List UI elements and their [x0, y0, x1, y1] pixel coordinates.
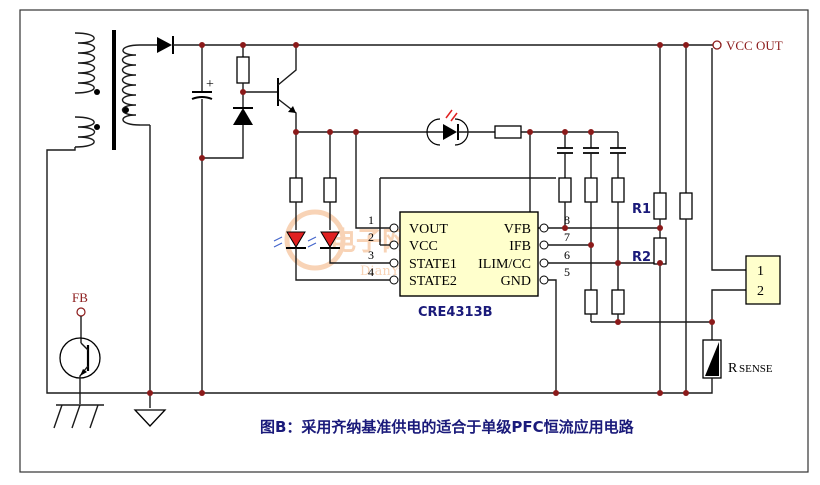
rectifier-diode: [157, 36, 174, 54]
status-led-2: [307, 231, 340, 249]
led-resistor: [494, 125, 522, 139]
load-resistor: [679, 192, 693, 220]
output-connector: 1 2: [745, 255, 781, 305]
filter-caps: [557, 132, 626, 322]
pin-name-gnd: GND: [501, 274, 531, 289]
chassis-ground: [53, 398, 104, 429]
pin-name-vout: VOUT: [409, 222, 448, 237]
pass-transistor: [277, 45, 297, 132]
junction-dots: [147, 42, 715, 396]
cap-plus-label: +: [206, 77, 214, 92]
pin-name-ilim: ILIM/CC: [478, 257, 531, 272]
pin-name-vfb: VFB: [504, 222, 531, 237]
ground-symbol: [133, 393, 167, 427]
r1-resistor: [653, 192, 667, 220]
fb-label: FB: [72, 290, 88, 305]
status-led-1: [273, 231, 306, 249]
base-resistor: [236, 56, 250, 84]
r2-label: R2: [632, 250, 651, 265]
diagram-caption: 图B：采用齐纳基准供电的适合于单级PFC恒流应用电路: [260, 418, 635, 436]
zener-diode: [233, 107, 253, 125]
chip-name-label: CRE4313B: [418, 305, 493, 320]
pin-num-5: 5: [564, 265, 570, 279]
vcc-out-terminal: [712, 40, 722, 50]
pin-num-3: 3: [368, 248, 374, 262]
pin-name-vcc: VCC: [409, 239, 438, 254]
indicator-led: [426, 109, 469, 146]
connector-pin1-label: 1: [757, 264, 764, 279]
transformer: [74, 30, 141, 150]
connector-pin2-label: 2: [757, 284, 764, 299]
rsense-label-main: R: [728, 361, 738, 376]
pin-num-7: 7: [564, 230, 570, 244]
pin-num-6: 6: [564, 248, 570, 262]
led-a-resistor: [289, 177, 303, 203]
pin-num-1: 1: [368, 213, 374, 227]
pin-num-2: 2: [368, 230, 374, 244]
r1-label: R1: [632, 202, 651, 217]
rsense-label-sub: SENSE: [739, 363, 773, 375]
rsense-resistor: [702, 339, 722, 379]
opto-transistor: [59, 337, 101, 398]
pin-num-8: 8: [564, 213, 570, 227]
vcc-out-label: VCC OUT: [726, 38, 783, 53]
led-b-resistor: [323, 177, 337, 203]
controller-chip: 1 2 3 4 VOUT VCC STATE1 STATE2 VFB IFB I…: [368, 211, 570, 297]
pin-name-ifb: IFB: [509, 239, 531, 254]
diagram-frame: [19, 9, 809, 473]
fb-terminal: FB: [72, 290, 88, 343]
pin-num-4: 4: [368, 265, 374, 279]
pin-name-state1: STATE1: [409, 257, 457, 272]
pin-name-state2: STATE2: [409, 274, 457, 289]
